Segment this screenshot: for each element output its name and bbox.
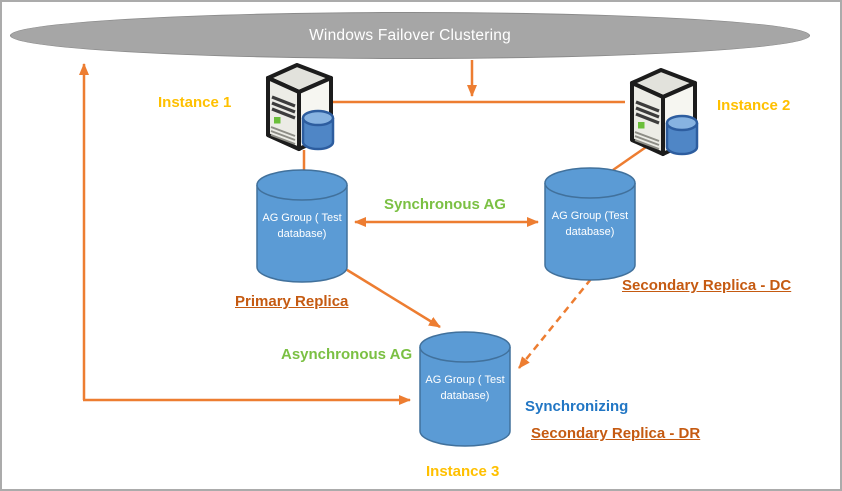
synchronous-ag-label: Synchronous AG [384, 196, 506, 213]
database-cylinder-icon [419, 331, 511, 447]
server-icon-instance2 [614, 59, 714, 159]
secondary-replica-dc-caption: Secondary Replica - DC [622, 277, 792, 294]
database-cylinder-secondary-dc: AG Group (Test database) [544, 167, 636, 281]
database-cylinder-icon [544, 167, 636, 281]
synchronizing-status-label: Synchronizing [525, 398, 629, 415]
server-mini-database-icon [301, 109, 335, 151]
connector-synchronizing-dashed [518, 278, 592, 369]
database-label-secondary-dc: AG Group (Test database) [551, 210, 629, 238]
database-cylinder-icon [256, 169, 348, 283]
database-label-secondary-dr: AG Group ( Test database) [425, 374, 505, 402]
connector-asynchronous-ag [338, 263, 441, 329]
server-mini-database-icon [665, 114, 699, 156]
server-led [638, 122, 645, 129]
instance1-label: Instance 1 [158, 94, 232, 111]
database-cylinder-secondary-dr: AG Group ( Test database) [419, 331, 511, 447]
instance3-label: Instance 3 [426, 463, 500, 480]
asynchronous-ag-label: Asynchronous AG [281, 346, 413, 363]
primary-replica-caption: Primary Replica [235, 293, 349, 310]
secondary-replica-dr-caption: Secondary Replica - DR [531, 425, 701, 442]
cluster-title: Windows Failover Clustering [309, 26, 511, 44]
instance2-label: Instance 2 [717, 97, 791, 114]
database-cylinder-primary: AG Group ( Test database) [256, 169, 348, 283]
database-label-primary: AG Group ( Test database) [262, 212, 342, 240]
server-icon-instance1 [250, 54, 350, 154]
server-led [274, 117, 281, 124]
cluster-ellipse: Windows Failover Clustering [10, 12, 810, 59]
